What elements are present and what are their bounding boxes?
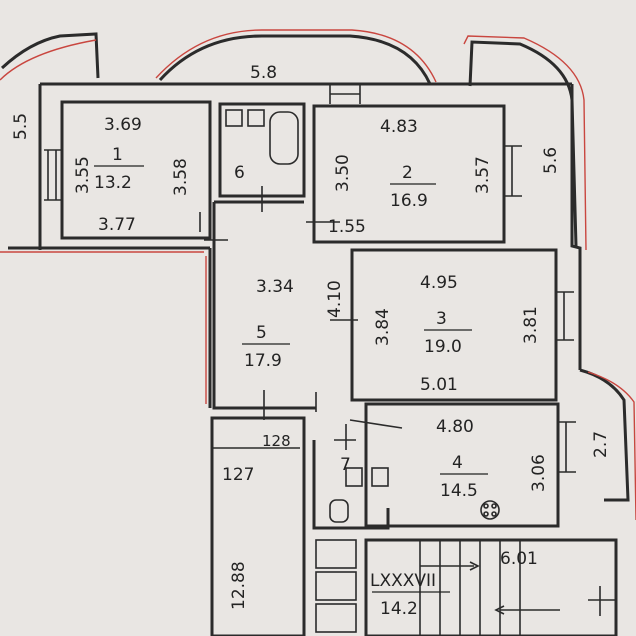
room-3-bottom-dim: 5.01 bbox=[420, 375, 458, 395]
room-3-top-dim: 4.95 bbox=[420, 273, 458, 293]
room-6-number: 6 bbox=[234, 163, 245, 183]
room-3-number: 3 bbox=[436, 309, 447, 329]
room-2-left-dim: 3.50 bbox=[333, 154, 353, 192]
staircase bbox=[210, 416, 618, 636]
room-1-bottom-dim: 3.77 bbox=[98, 215, 136, 235]
room-1-top-dim: 3.69 bbox=[104, 115, 142, 135]
stair-dim-label: 6.01 bbox=[500, 549, 538, 569]
room-3-right-dim: 3.81 bbox=[521, 306, 541, 344]
room-4-area: 14.5 bbox=[440, 481, 478, 501]
room-2-top-dim: 4.83 bbox=[380, 117, 418, 137]
room-2-number: 2 bbox=[402, 163, 413, 183]
outer-walls bbox=[0, 82, 636, 521]
corridor-dim-label: 1.55 bbox=[328, 217, 366, 237]
room-1-left-dim: 3.55 bbox=[73, 156, 93, 194]
kitchen-4-walls bbox=[364, 402, 576, 528]
room-5-right-dim: 4.10 bbox=[325, 280, 345, 318]
bathroom-6-walls bbox=[218, 102, 306, 198]
stair-height-label: 12.88 bbox=[229, 561, 249, 610]
label-127: 127 bbox=[222, 465, 254, 485]
left-balcony bbox=[0, 32, 100, 81]
right-height-label: 5.6 bbox=[541, 147, 561, 174]
room-2-area: 16.9 bbox=[390, 191, 428, 211]
room-1-number: 1 bbox=[112, 145, 123, 165]
room-5-area: 17.9 bbox=[244, 351, 282, 371]
room-1-area: 13.2 bbox=[94, 173, 132, 193]
room-3-area: 19.0 bbox=[424, 337, 462, 357]
right-balcony bbox=[463, 35, 587, 251]
room-2-right-dim: 3.57 bbox=[473, 156, 493, 194]
label-128: 128 bbox=[262, 432, 291, 450]
room-4-number: 4 bbox=[452, 453, 463, 473]
room-1-right-dim: 3.58 bbox=[171, 158, 191, 196]
left-height-label: 5.5 bbox=[11, 113, 31, 140]
room-4-right-dim: 3.06 bbox=[529, 454, 549, 492]
room-5-top-dim: 3.34 bbox=[256, 277, 294, 297]
overall-width-label: 5.8 bbox=[250, 63, 277, 83]
wc-7-walls bbox=[312, 424, 390, 530]
balcony-right-dim: 2.7 bbox=[591, 431, 611, 458]
top-bay bbox=[155, 29, 437, 85]
door-marks bbox=[199, 186, 403, 429]
room-2-walls bbox=[312, 84, 522, 244]
stair-area-label: 14.2 bbox=[380, 599, 418, 619]
room-5-number: 5 bbox=[256, 323, 267, 343]
room-7-number: 7 bbox=[340, 455, 351, 475]
hall-5-walls bbox=[212, 200, 317, 412]
stair-code-label: LXXXVII bbox=[370, 571, 436, 591]
room-4-top-dim: 4.80 bbox=[436, 417, 474, 437]
room-1-walls bbox=[44, 100, 212, 240]
room-3-left-dim: 3.84 bbox=[373, 308, 393, 346]
room-3-walls bbox=[350, 248, 574, 402]
